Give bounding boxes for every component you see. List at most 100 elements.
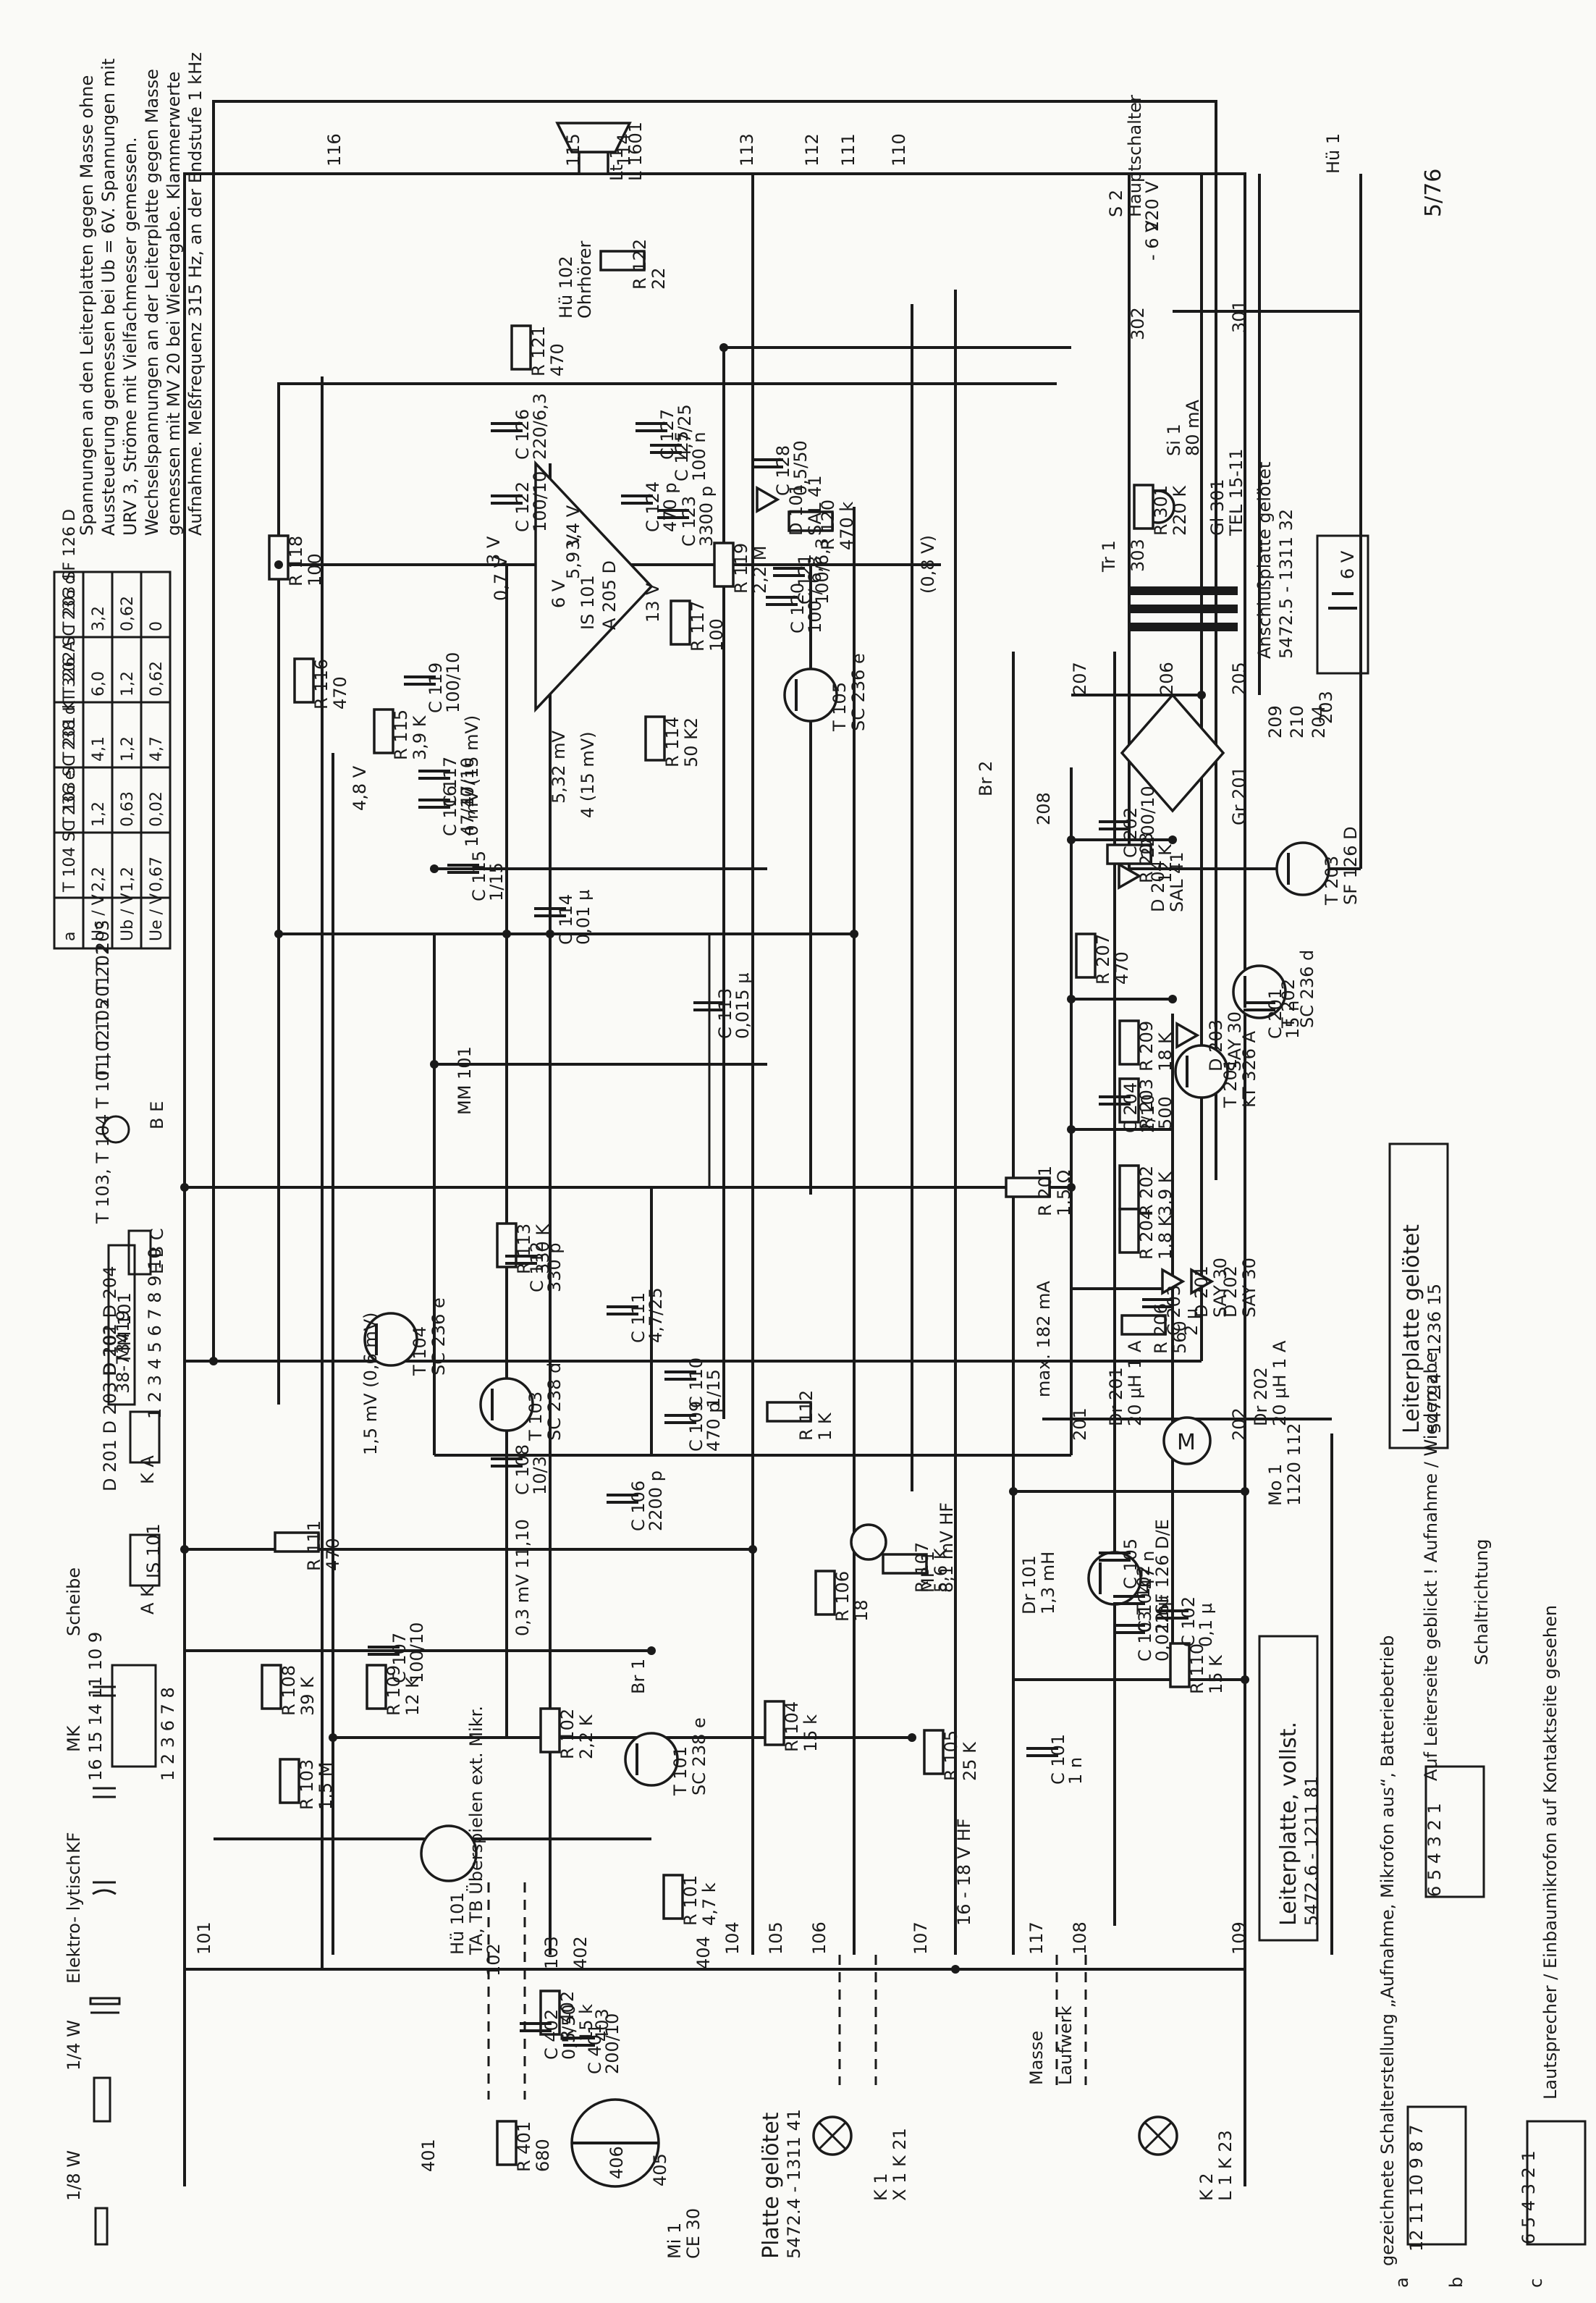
resistor-value: 470	[1112, 951, 1132, 985]
semiconductor-ref: D 203	[1206, 1019, 1226, 1071]
table-cell: Ub / V	[119, 893, 137, 941]
node-label: 111	[838, 133, 858, 167]
resistor-value: 3,9 K	[1155, 1171, 1175, 1216]
capacitor-value: 0,5/50	[790, 440, 811, 496]
measurement-notes: Spannungen an den Leiterplatten gegen Ma…	[77, 52, 206, 536]
resistor-r116	[293, 657, 315, 704]
resistor-value: 39 K	[297, 1676, 318, 1716]
resistor-ref: R 202	[1136, 1166, 1157, 1216]
board-label-number: 5472.4 - 1236 15	[1424, 1284, 1445, 1433]
resistor-ref: R 115	[391, 710, 411, 760]
semiconductor-ref: D 204	[1148, 860, 1168, 912]
resistor-ref: R 207	[1093, 934, 1113, 985]
legend-is-name: IS 101	[143, 1523, 164, 1578]
resistor-ref: R 111	[304, 1520, 324, 1571]
capacitor-ref: C 115	[469, 851, 489, 901]
table-header-cell: T 203 SF 126 D	[61, 509, 79, 632]
rectifier-gr201: Gr 201	[1120, 693, 1249, 825]
resistor-r201	[1005, 1176, 1051, 1198]
resistor-value: 100	[305, 553, 325, 586]
note-line: URV 3, Ströme mit Vielfachmesser gemesse…	[120, 137, 140, 536]
resistor-value: 22	[649, 267, 669, 290]
switch-caption: gezeichnete Schalterstellung „Aufnahme, …	[1377, 1352, 1587, 2288]
resistor-value: 3,9 K	[410, 715, 430, 760]
resistor-ref: R 101	[680, 1875, 701, 1926]
table-header-cell: T 103 SC 238 d	[61, 704, 79, 828]
capacitor-ref: C 110	[686, 1357, 706, 1408]
node-label: 201	[1070, 1407, 1090, 1441]
resistor-ref: R 117	[688, 601, 708, 652]
board-labels: Leiterplatte, vollst. 5472.6 - 1211 81 L…	[759, 462, 1449, 2259]
resistor-r114	[644, 715, 666, 762]
semiconductor-type: SAY 30	[1239, 1258, 1259, 1318]
junction-dot	[748, 1545, 757, 1554]
node-label: 406	[607, 2146, 627, 2179]
junction-dot	[180, 1545, 189, 1554]
node-label: 206	[1157, 662, 1177, 695]
measurement-value: 0,3 mV 11,10	[512, 1519, 533, 1636]
resistor-r103	[279, 1758, 300, 1804]
junction-dot	[209, 1357, 218, 1365]
component-type: 20 µH 1 A	[1125, 1340, 1145, 1426]
capacitor-value: 100/6,3	[812, 538, 832, 605]
node-label: 114	[614, 133, 634, 167]
resistor-value: 18 K	[1155, 1032, 1175, 1071]
measurement-value: 10 mV (15 mV)	[462, 715, 482, 847]
node-label: 112	[802, 133, 822, 167]
resistor-ref: R 401	[514, 2121, 534, 2172]
table-header-cell: T 104 SC 236 e	[61, 770, 79, 893]
capacitor-ref: C 202	[1120, 807, 1141, 858]
resistor-ref: R 201	[1035, 1166, 1055, 1216]
measurement-value: 6 V	[1338, 550, 1358, 579]
component-ref: Si 1	[1164, 424, 1184, 456]
measurement-value: 4 (15 mV)	[578, 731, 598, 818]
page-number: 5/76	[1421, 169, 1446, 217]
table-cell: 0,63	[119, 791, 137, 827]
measurement-value: 13 V	[643, 583, 663, 623]
battery-6v	[1316, 534, 1369, 675]
component-type: 80 mA	[1183, 399, 1203, 456]
capacitor-ref: C 121	[795, 554, 815, 605]
lamp-k1	[812, 2115, 853, 2156]
resistor-r111	[274, 1531, 320, 1553]
junction-dot	[329, 1733, 337, 1742]
legend-transistor-2-pins: B E	[147, 1101, 167, 1129]
capacitor-value: 1/15	[486, 862, 507, 901]
resistor-r107	[882, 1553, 928, 1575]
tr1-label: Tr 1	[1099, 540, 1119, 573]
node-label: 209	[1265, 705, 1285, 738]
resistor-value: 12 K	[1155, 843, 1175, 883]
transformer-tr1: Tr 1	[1099, 540, 1238, 631]
resistor-r115	[373, 708, 394, 754]
resistor-r206	[1120, 1314, 1167, 1336]
capacitor-ref: C 127	[657, 409, 677, 460]
switch-caption-line3: Schaltrichtung	[1472, 1539, 1492, 1665]
resistor-ref: R 114	[662, 717, 683, 767]
capacitor-ref: C 123	[679, 496, 699, 547]
table-cell: Ue / V	[148, 893, 166, 941]
resistor-ref: R 204	[1136, 1209, 1157, 1260]
measuring-point-mp1	[850, 1523, 887, 1561]
resistor-r119	[713, 542, 735, 588]
switch-row-letter: c	[1526, 2278, 1546, 2288]
resistor-value: 50 K2	[681, 717, 701, 767]
table-cell: 1,2	[119, 671, 137, 696]
legend-elko: Elektro- lytisch	[64, 1854, 84, 1984]
capacitor-value: 1 n	[1065, 1757, 1086, 1785]
resistor-value: 2,2 M	[750, 545, 770, 594]
measurement-value: 0,7 V	[491, 555, 511, 601]
resistor-ref: R 107	[912, 1542, 932, 1593]
junction-dot	[1067, 1125, 1076, 1134]
junction-dot	[502, 930, 511, 938]
capacitor-value: 0,5/50	[559, 2004, 579, 2060]
legend-transistor-1-pins: E B C	[147, 1228, 167, 1274]
semiconductor-type: SAL 41	[805, 475, 825, 536]
resistor-r106	[814, 1570, 836, 1616]
junction-dot	[430, 1060, 439, 1069]
resistor-ref: R 209	[1136, 1021, 1157, 1071]
resistor-value: 5,6 K	[931, 1547, 951, 1593]
legend-mm-pins: 1 2 3 4 5 6 7 8 9 10	[145, 1247, 165, 1419]
semiconductor-ref: T 104	[410, 1326, 430, 1376]
measurement-value: 1,5 mV (0,6 mV)	[360, 1312, 381, 1455]
